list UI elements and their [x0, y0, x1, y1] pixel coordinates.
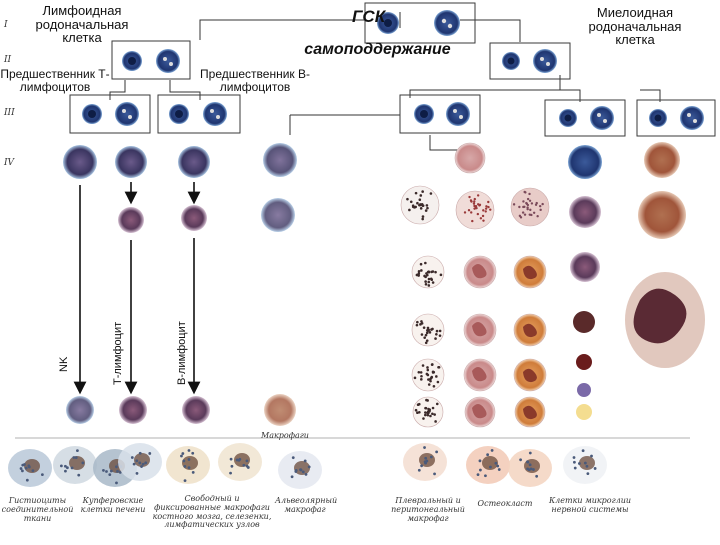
- stage-numeral-2: II: [4, 55, 12, 65]
- lineage-arrows: [73, 182, 201, 395]
- stage-numeral-3: III: [4, 108, 15, 118]
- connector-lines: [109, 12, 661, 151]
- hsc-title: ГСК: [352, 7, 386, 26]
- caption-kupffer: Купферовские клетки печени: [80, 496, 146, 514]
- caption-alveolar: Альвеолярный макрофаг: [275, 496, 338, 514]
- caption-osteoclast: Остеокласт: [477, 499, 533, 508]
- lymphoid-root-label: Лимфоидная родоначальная клетка: [35, 3, 129, 46]
- progenitor-boxes: [69, 2, 716, 137]
- macrophage-row: [8, 443, 607, 489]
- caption-pleural: Плевральный и перитонеальный макрофаг: [391, 496, 465, 523]
- granulocyte-cell: [455, 190, 495, 230]
- b-lymphocyte-label: В-лимфоцит: [176, 321, 188, 385]
- erythroid-cells: [568, 142, 705, 420]
- hsc-box: [364, 2, 476, 44]
- self-renewal-label: самоподдержание: [304, 41, 451, 58]
- stage-numeral-1: I: [4, 20, 8, 30]
- erythro-precursor-box: [544, 99, 626, 137]
- b-precursor-box: [157, 94, 241, 134]
- stage-numeral-4: IV: [4, 158, 15, 168]
- caption-microglia: Клетки микроглии нервной системы: [548, 496, 632, 514]
- stem-cells: [82, 10, 704, 130]
- myeloid-precursor-box: [399, 94, 481, 134]
- myeloid-root-box: [489, 42, 571, 80]
- b-precursor-label: Предшественник В-лимфоцитов: [200, 67, 310, 94]
- caption-tissue: Гистиоциты соединительной ткани: [1, 496, 74, 523]
- t-lymphocyte-label: Т-лимфоцит: [112, 321, 124, 385]
- lymphoid-root-box: [111, 40, 191, 80]
- mono-precursor-box: [636, 99, 716, 137]
- caption-macrophage: Макрофаги: [261, 431, 309, 440]
- myeloid-root-label: Миелоидная родоначальная клетка: [588, 5, 682, 48]
- lymphoid-cells: [63, 143, 297, 426]
- caption-free: Свободный и фиксированные макрофаги кост…: [152, 494, 272, 530]
- nk-label: NK: [58, 356, 70, 372]
- t-precursor-box: [69, 94, 151, 134]
- granulocyte-cell: [454, 142, 486, 174]
- granulocyte-cells: [400, 142, 550, 428]
- t-precursor-label: Предшественник Т-лимфоцитов: [0, 67, 110, 94]
